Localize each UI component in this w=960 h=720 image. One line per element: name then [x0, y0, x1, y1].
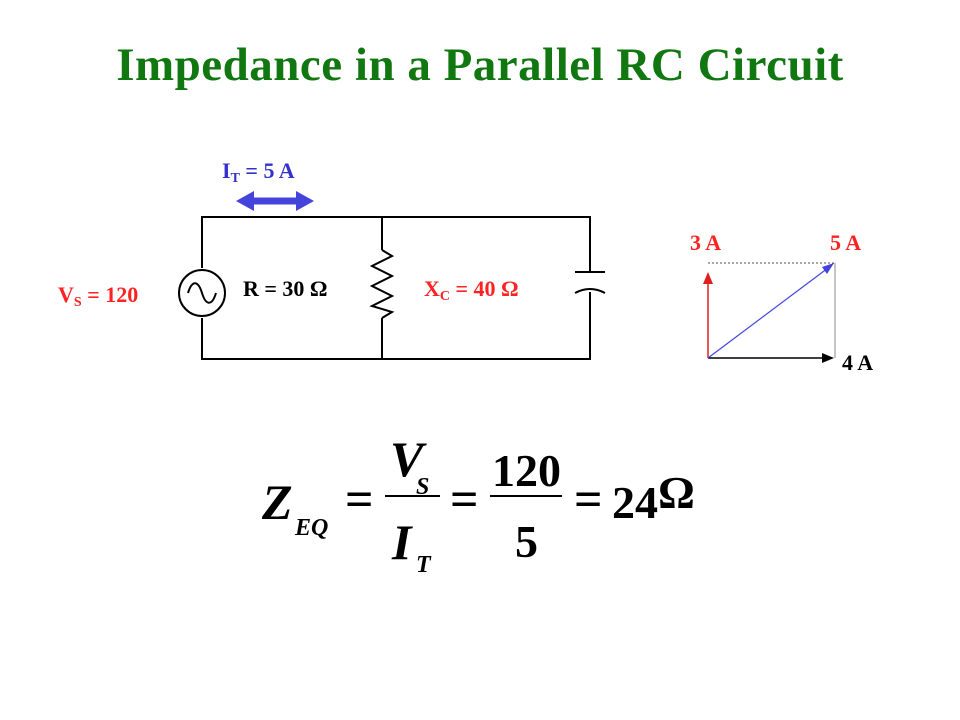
capacitor-reactance-label: XC = 40 Ω — [424, 276, 519, 304]
capacitor-icon — [574, 271, 606, 294]
denominator-value: 5 — [515, 516, 538, 567]
page-title: Impedance in a Parallel RC Circuit — [116, 39, 844, 91]
impedance-symbol: Z — [262, 474, 293, 530]
resistor-label: R = 30 Ω — [243, 276, 328, 301]
ac-source-icon — [178, 269, 226, 317]
ohm-unit: Ω — [658, 467, 695, 518]
total-current-label: IT = 5 A — [222, 158, 295, 186]
current-arrow-icon — [236, 191, 314, 211]
source-voltage-label: VS = 120 — [58, 282, 139, 310]
phasor-diagram — [703, 262, 836, 363]
current-symbol: I — [392, 514, 412, 570]
capacitive-current-label: 3 A — [690, 230, 722, 255]
equals-sign-2: = — [450, 471, 479, 527]
resistive-arrowhead-icon — [822, 353, 834, 363]
circuit-wires — [201, 216, 591, 360]
voltage-symbol: V — [390, 431, 424, 487]
result-value: 24 — [612, 477, 658, 528]
total-arrowhead-icon — [822, 263, 834, 274]
resistive-current-label: 4 A — [842, 350, 874, 375]
equals-sign-3: = — [574, 471, 603, 527]
impedance-subscript: EQ — [295, 515, 329, 541]
resistor-icon — [369, 249, 395, 319]
voltage-subscript: S — [416, 474, 430, 500]
numerator-value: 120 — [492, 445, 561, 496]
capacitive-arrowhead-icon — [703, 272, 713, 284]
equals-sign-1: = — [345, 471, 374, 527]
total-phasor-label: 5 A — [830, 230, 862, 255]
current-subscript: T — [416, 552, 431, 578]
total-current-arrow — [707, 267, 829, 359]
